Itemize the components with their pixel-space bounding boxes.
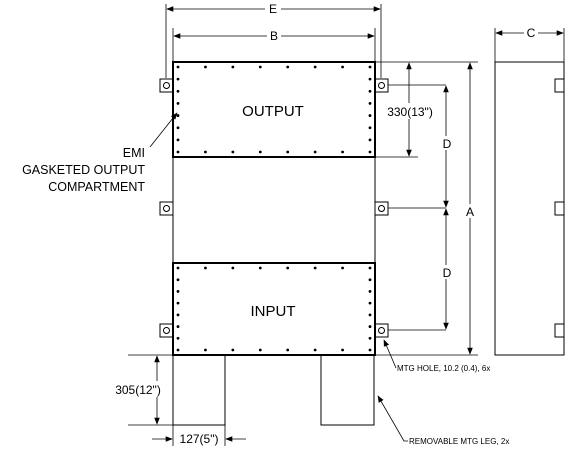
bolt	[258, 150, 262, 154]
dimension-d-lower-label: D	[443, 266, 452, 280]
bolt	[176, 336, 180, 340]
bolt	[341, 65, 344, 69]
dimension-a	[375, 61, 478, 356]
bolt	[286, 266, 290, 270]
bolt	[176, 278, 180, 282]
bolt	[286, 150, 290, 154]
bolt	[368, 290, 372, 293]
emi-label-line3: COMPARTMENT	[48, 180, 145, 194]
bolt	[204, 348, 207, 352]
mtg-leg-label: REMOVABLE MTG LEG, 2x	[409, 437, 509, 446]
dimension-c-label: C	[527, 26, 536, 40]
bolt	[368, 126, 372, 130]
bolt	[286, 348, 290, 352]
bolt	[176, 138, 180, 142]
bolt	[176, 114, 180, 117]
bolt	[231, 150, 235, 154]
bolt	[231, 266, 235, 270]
bolt	[176, 266, 180, 270]
emi-label-line2: GASKETED OUTPUT	[22, 163, 145, 177]
bolt	[368, 336, 372, 340]
mounting-leg-left	[172, 354, 226, 426]
bolt	[368, 138, 372, 142]
dimension-e	[165, 1, 382, 78]
dimension-a-label: A	[466, 205, 474, 219]
output-label: OUTPUT	[242, 103, 304, 120]
bolt	[368, 150, 372, 154]
bolt	[313, 150, 317, 154]
bolt	[341, 150, 344, 154]
dimension-output-height	[375, 61, 436, 158]
emi-label-line1: EMI	[123, 146, 145, 160]
mounting-leg-right	[320, 354, 375, 426]
bolt	[176, 102, 180, 105]
bolt	[176, 126, 180, 130]
bolt	[286, 65, 290, 69]
side-view	[494, 25, 565, 356]
bolt	[176, 77, 180, 81]
dimension-e-label: E	[269, 2, 277, 16]
mtg-hole-label: MTG HOLE, 10.2 (0.4), 6x	[397, 364, 490, 373]
dimension-b-label: B	[270, 29, 278, 43]
bolt	[258, 348, 262, 352]
bolt	[368, 114, 372, 117]
bolt	[341, 266, 344, 270]
bolt	[176, 313, 180, 317]
leg-width-label: 127(5")	[180, 432, 219, 446]
output-compartment	[172, 61, 376, 158]
input-label: INPUT	[251, 303, 296, 320]
bolt	[258, 266, 262, 270]
bolt	[368, 313, 372, 317]
bolt	[204, 65, 207, 69]
bolt	[368, 278, 372, 282]
bolt	[313, 348, 317, 352]
bolt	[368, 301, 372, 305]
input-compartment	[172, 262, 376, 356]
mtg-leg-leader	[377, 395, 408, 442]
bolt	[368, 266, 372, 270]
bolt	[231, 348, 235, 352]
bolt	[204, 150, 207, 154]
bolt	[176, 325, 180, 328]
bolt	[368, 89, 372, 93]
output-height-label: 330(13")	[387, 105, 433, 119]
bolt	[176, 348, 180, 352]
bolt	[313, 266, 317, 270]
dimension-d-upper-label: D	[443, 137, 452, 151]
bolt	[341, 348, 344, 352]
bolt	[176, 150, 180, 154]
dimension-d	[388, 84, 453, 331]
bolt	[368, 65, 372, 69]
bolt	[368, 325, 372, 328]
bolt	[176, 290, 180, 293]
bolt	[204, 266, 207, 270]
bolt	[231, 65, 235, 69]
mtg-hole-leader	[383, 339, 397, 369]
dimension-leg-width	[152, 425, 246, 446]
bolt	[313, 65, 317, 69]
bolt	[368, 348, 372, 352]
bolt	[258, 65, 262, 69]
bolt	[368, 102, 372, 105]
bolt	[176, 89, 180, 93]
dimension-leg-height	[110, 354, 173, 426]
bolt	[176, 65, 180, 69]
leg-height-label: 305(12")	[115, 383, 161, 397]
dimension-b	[172, 28, 376, 62]
panel-bolts	[176, 65, 372, 352]
mounting-tabs	[159, 78, 389, 338]
emi-leader	[149, 112, 178, 148]
bolt	[176, 301, 180, 305]
bolt	[368, 77, 372, 81]
